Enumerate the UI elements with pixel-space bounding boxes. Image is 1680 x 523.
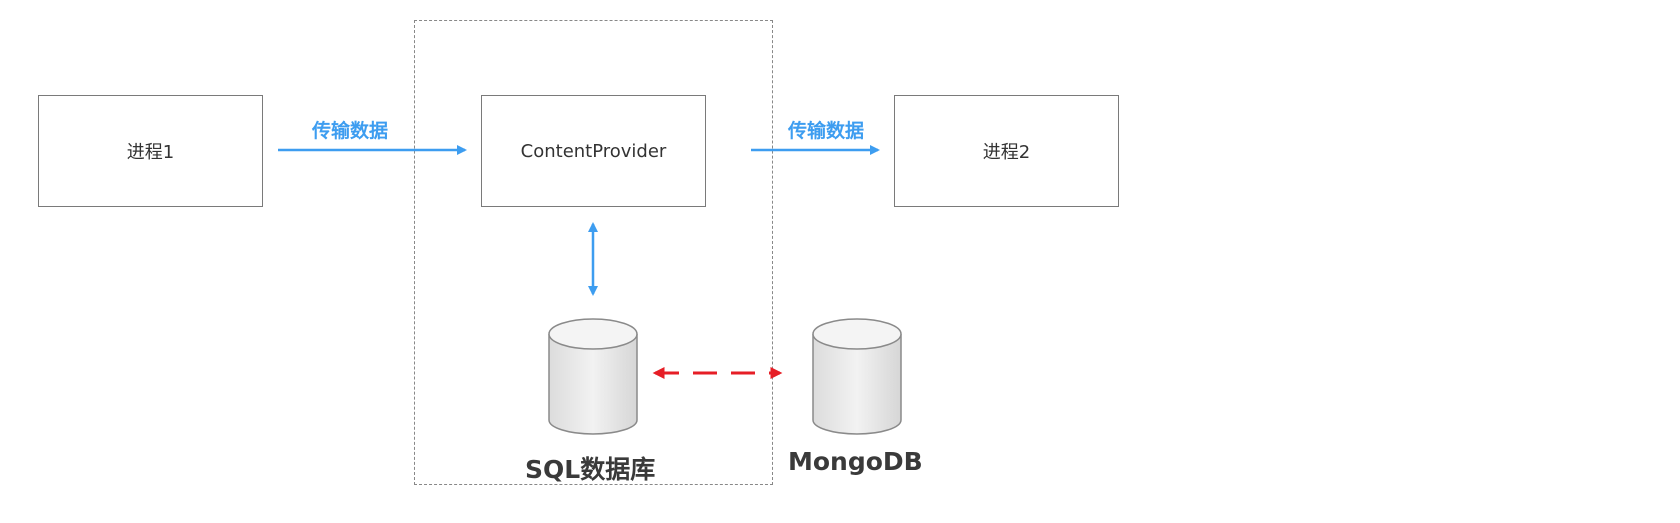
sql-database-label: SQL数据库 [525,455,656,484]
mongodb-database-icon [812,318,902,435]
process2-label: 进程2 [982,142,1031,163]
process2-box: 进程2 [894,95,1119,207]
process1-box: 进程1 [38,95,263,207]
flow-label-left: 传输数据 [312,120,389,142]
sql-database-icon [548,318,638,435]
provider-boundary-frame [414,20,773,485]
process1-label: 进程1 [126,142,175,163]
mongodb-label: MongoDB [788,447,923,476]
content-provider-box: ContentProvider [481,95,706,207]
flow-label-right: 传输数据 [788,120,865,142]
content-provider-label: ContentProvider [520,140,667,162]
